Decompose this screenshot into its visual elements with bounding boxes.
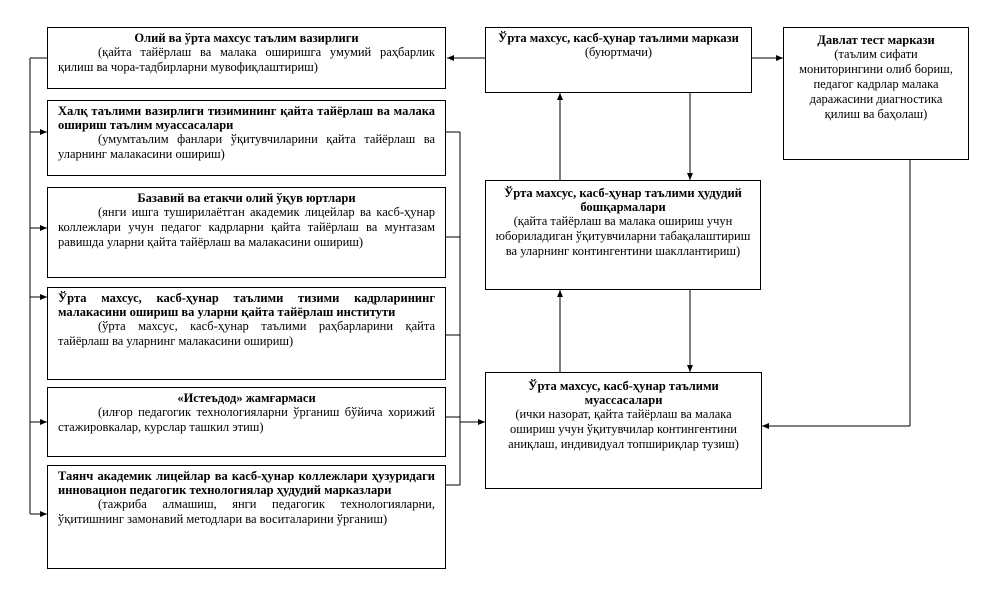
box-innovation-centers-desc: (тажриба алмашиш, янги педагогик техноло… [58, 497, 435, 526]
center-top-title: Ўрта махсус, касб-ҳунар таълими маркази [498, 31, 739, 45]
box-vocational-institute: Ўрта махсус, касб-ҳунар таълими тизими к… [47, 287, 446, 380]
box-base-universities: Базавий ва етакчи олий ўқув юртлари(янги… [47, 187, 446, 278]
box-public-edu-institutions-desc: (умумтаълим фанлари ўқитувчиларини қайта… [58, 132, 435, 161]
center-mid-title: Ўрта махсус, касб-ҳунар таълими ҳудудий … [504, 186, 742, 214]
test-center-box: Давлат тест маркази (таълим сифати монит… [783, 27, 969, 160]
box-istedod-fund: «Истеъдод» жамғармаси(илғор педагогик те… [47, 387, 446, 457]
box-ministry-higher-edu: Олий ва ўрта махсус таълим вазирлиги(қай… [47, 27, 446, 89]
box-ministry-higher-edu-desc: (қайта тайёрлаш ва малака оширишга умуми… [58, 45, 435, 74]
center-bot-desc: (ички назорат, қайта тайёрлаш ва малака … [508, 407, 739, 451]
center-bot-title: Ўрта махсус, касб-ҳунар таълими муассаса… [528, 379, 719, 407]
box-innovation-centers: Таянч академик лицейлар ва касб-ҳунар ко… [47, 465, 446, 569]
center-mid-desc: (қайта тайёрлаш ва малака ошириш учун юб… [495, 214, 751, 258]
center-top-desc: (буюртмачи) [584, 45, 653, 59]
box-base-universities-title: Базавий ва етакчи олий ўқув юртлари [137, 191, 356, 205]
box-base-universities-desc: (янги ишга туширилаётган академик лицейл… [58, 205, 435, 249]
test-center-title: Давлат тест маркази [817, 33, 935, 47]
box-public-edu-institutions-title: Халқ таълими вазирлиги тизимининг қайта … [58, 104, 435, 132]
box-ministry-higher-edu-title: Олий ва ўрта махсус таълим вазирлиги [134, 31, 359, 45]
test-center-desc: (таълим сифати мониторингини олиб бориш,… [799, 47, 953, 121]
box-istedod-fund-desc: (илғор педагогик технологияларни ўрганиш… [58, 405, 435, 434]
box-vocational-institute-desc: (ўрта махсус, касб-ҳунар таълими раҳбарл… [58, 319, 435, 348]
box-public-edu-institutions: Халқ таълими вазирлиги тизимининг қайта … [47, 100, 446, 176]
box-innovation-centers-title: Таянч академик лицейлар ва касб-ҳунар ко… [58, 469, 435, 497]
center-top-box: Ўрта махсус, касб-ҳунар таълими маркази … [485, 27, 752, 93]
center-mid-box: Ўрта махсус, касб-ҳунар таълими ҳудудий … [485, 180, 761, 290]
box-vocational-institute-title: Ўрта махсус, касб-ҳунар таълими тизими к… [58, 291, 435, 319]
box-istedod-fund-title: «Истеъдод» жамғармаси [177, 391, 316, 405]
center-bot-box: Ўрта махсус, касб-ҳунар таълими муассаса… [485, 372, 762, 489]
